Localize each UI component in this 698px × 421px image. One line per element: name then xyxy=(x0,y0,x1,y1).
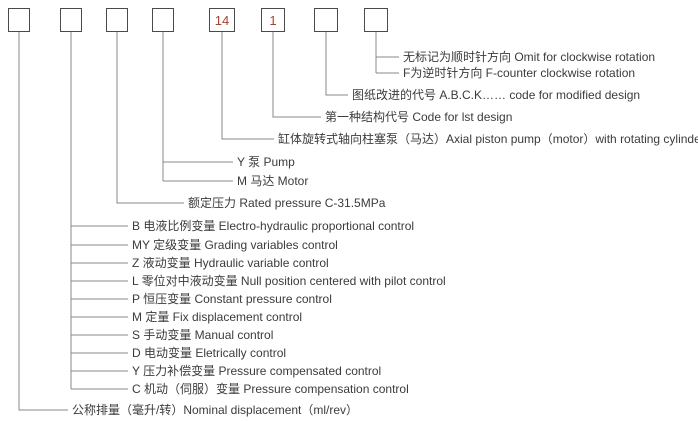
label-control-c: C 机动（伺服）变量 Pressure compensation control xyxy=(132,382,409,396)
code-box-4 xyxy=(152,8,174,32)
label-control-p: P 恒压变量 Constant pressure control xyxy=(132,292,332,306)
label-control-my: MY 定级变量 Grading variables control xyxy=(132,238,338,252)
code-box-2 xyxy=(60,8,82,32)
label-counter-clockwise: F为逆时针方向 F-counter clockwise rotation xyxy=(403,66,636,80)
label-omit-clockwise: 无标记为顺时针方向 Omit for clockwise rotation xyxy=(403,50,656,64)
code-box-5: 14 xyxy=(209,8,235,32)
label-control-l: L 零位对中液动变量 Null position centered with p… xyxy=(132,274,446,288)
code-box-3 xyxy=(106,8,128,32)
label-rated-pressure: 额定压力 Rated pressure C-31.5MPa xyxy=(188,196,386,210)
code-box-6-value: 1 xyxy=(269,12,277,28)
code-box-5-value: 14 xyxy=(214,12,230,28)
label-control-d: D 电动变量 Eletrically control xyxy=(132,346,287,360)
code-box-7 xyxy=(314,8,338,32)
label-control-m: M 定量 Fix displacement control xyxy=(132,310,303,324)
label-control-b: B 电液比例变量 Electro-hydraulic proportional … xyxy=(132,219,415,233)
label-control-s: S 手动变量 Manual control xyxy=(132,328,274,342)
code-box-8 xyxy=(364,8,388,32)
label-control-z: Z 液动变量 Hydraulic variable control xyxy=(132,256,329,270)
label-first-design: 第一种结构代号 Code for lst design xyxy=(325,110,513,124)
label-nominal-displacement: 公称排量（毫升/转）Nominal displacement（ml/rev） xyxy=(72,403,359,417)
label-pump-type: 缸体旋转式轴向柱塞泵（马达）Axial piston pump（motor）wi… xyxy=(278,132,698,146)
code-box-1 xyxy=(8,8,30,32)
code-box-6: 1 xyxy=(261,8,285,32)
label-motor: M 马达 Motor xyxy=(237,174,309,188)
label-control-y: Y 压力补偿变量 Pressure compensated control xyxy=(132,364,382,378)
label-modified-design: 图纸改进的代号 A.B.C.K…… code for modified desi… xyxy=(352,88,641,102)
label-pump: Y 泵 Pump xyxy=(237,155,295,169)
